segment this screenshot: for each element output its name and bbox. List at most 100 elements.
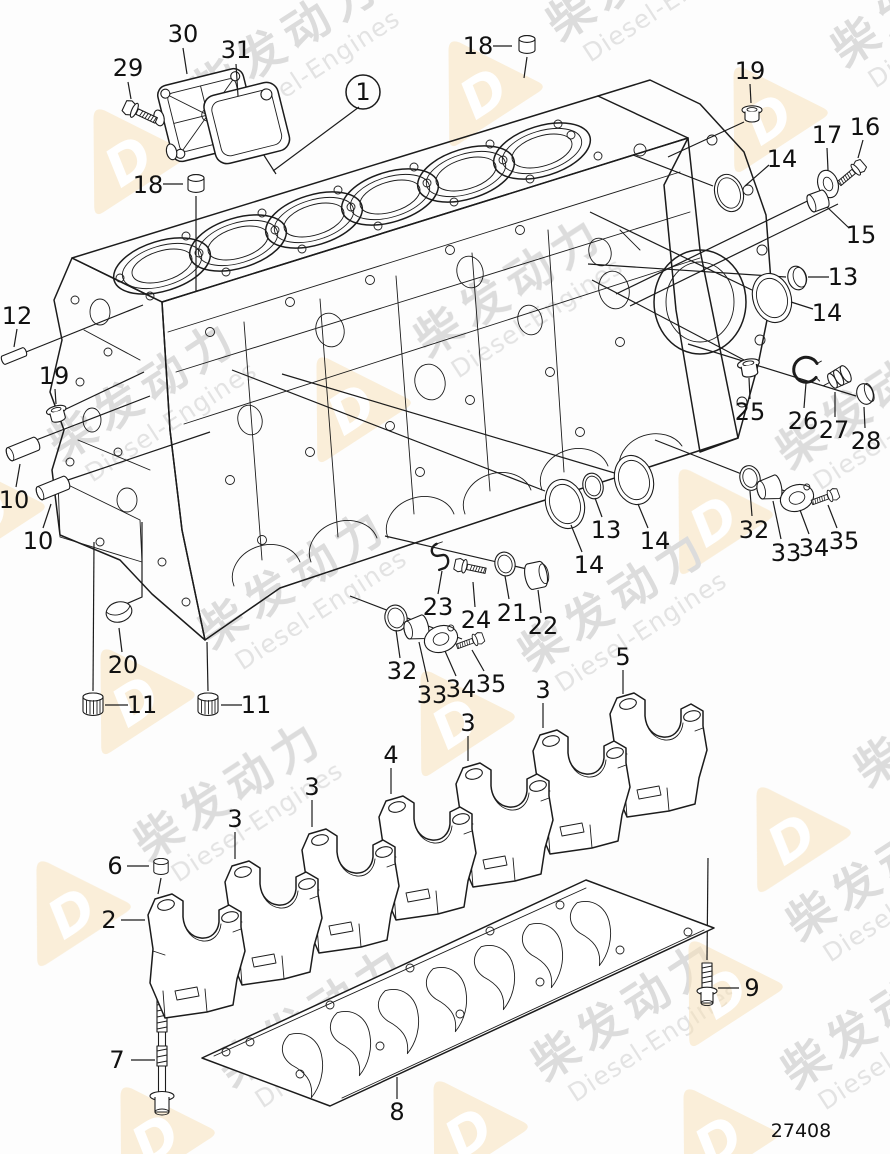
callout-3: 3 <box>227 805 242 833</box>
plug-19-right <box>741 105 763 123</box>
callout-3: 3 <box>535 676 550 704</box>
callout-leader-32 <box>749 490 753 517</box>
callout-3: 3 <box>460 709 475 737</box>
callout-20: 20 <box>108 651 139 679</box>
callout-28: 28 <box>851 427 882 455</box>
seal-14-mid-a <box>607 449 661 511</box>
callout-leader-20 <box>118 627 123 653</box>
callout-19: 19 <box>735 57 766 85</box>
callout-15: 15 <box>846 221 877 249</box>
callout-29: 29 <box>113 54 144 82</box>
ring-13-mid <box>582 472 604 500</box>
callout-10: 10 <box>0 486 29 514</box>
callout-leader-25 <box>748 377 751 400</box>
plug-22 <box>524 560 550 590</box>
flange-34-bottom <box>423 624 459 654</box>
callout-leader-16 <box>857 139 864 159</box>
ring-32-right <box>739 465 761 491</box>
callout-14: 14 <box>812 299 843 327</box>
diesel-engines-logo-icon: D <box>683 1089 778 1154</box>
callout-leader-21 <box>504 575 510 600</box>
callout-17: 17 <box>812 121 843 149</box>
bearing-cap-2 <box>147 893 246 1019</box>
callout-30: 30 <box>168 20 199 48</box>
callout-35: 35 <box>476 670 507 698</box>
callout-leader-28 <box>863 406 866 429</box>
callout-leader-15 <box>826 206 850 229</box>
callout-leader-1 <box>272 106 360 172</box>
callout-19: 19 <box>39 362 70 390</box>
callout-11: 11 <box>127 691 158 719</box>
callout-leader-14 <box>744 164 770 187</box>
flange-34-right <box>779 483 815 513</box>
callout-32: 32 <box>387 657 418 685</box>
callout-leader-35 <box>827 504 838 529</box>
plug-18-left <box>187 174 205 193</box>
callout-leader-32 <box>395 629 401 659</box>
callout-leader-33 <box>418 641 429 683</box>
callout-18: 18 <box>133 171 164 199</box>
ring-32-bottom <box>384 604 408 632</box>
callout-14: 14 <box>640 527 671 555</box>
callout-21: 21 <box>497 599 528 627</box>
callout-8: 8 <box>389 1098 404 1126</box>
callout-23: 23 <box>423 593 454 621</box>
callout-leader-35 <box>471 649 485 672</box>
callout-18: 18 <box>463 32 494 60</box>
callout-leader-26 <box>803 382 807 409</box>
crankcase-front-face <box>161 137 739 641</box>
cup-plug-20 <box>105 601 133 623</box>
cup-13-right <box>787 265 808 291</box>
callout-leader-24 <box>472 581 476 608</box>
valve-27 <box>823 365 852 389</box>
diesel-engines-logo-icon: D <box>120 1087 215 1154</box>
callout-31: 31 <box>221 36 252 64</box>
callout-26: 26 <box>788 407 819 435</box>
plug-6 <box>153 857 169 875</box>
loose-parts <box>0 35 875 1116</box>
cylinder-bores <box>112 122 592 295</box>
callout-leader-34 <box>444 650 457 677</box>
gasket-cutouts <box>282 901 612 1099</box>
callout-14: 14 <box>574 551 605 579</box>
gasket-bolt-holes <box>221 900 693 1079</box>
callout-leader-19 <box>749 83 752 104</box>
callout-7: 7 <box>109 1046 124 1074</box>
deck-bolt-holes <box>115 119 603 301</box>
bolt-24 <box>452 557 488 578</box>
callout-12: 12 <box>2 302 33 330</box>
sleeve-10-a <box>4 435 42 463</box>
callout-leader-30 <box>182 47 188 75</box>
callout-4: 4 <box>383 741 398 769</box>
callout-leader-19 <box>54 388 57 405</box>
callout-16: 16 <box>850 113 881 141</box>
callout-leader-31 <box>235 63 239 97</box>
callout-leader-14 <box>790 301 814 310</box>
callout-2: 2 <box>101 906 116 934</box>
callout-leader-23 <box>437 570 443 595</box>
callout-circle-1 <box>345 74 381 110</box>
callout-32: 32 <box>739 516 770 544</box>
cup-plug-11-right <box>197 692 219 717</box>
callout-22: 22 <box>528 612 559 640</box>
callout-leader-14 <box>570 524 583 553</box>
sleeve-33-right <box>756 474 783 500</box>
callout-6: 6 <box>107 852 122 880</box>
cap-28 <box>856 382 875 405</box>
callout-leader-34 <box>799 509 810 535</box>
plug-18-top <box>518 35 536 54</box>
callout-33: 33 <box>417 681 448 709</box>
callout-13: 13 <box>591 516 622 544</box>
callout-14: 14 <box>767 145 798 173</box>
callout-1: 1 <box>355 78 370 106</box>
callout-leader-17 <box>826 147 829 171</box>
pin-12 <box>0 347 28 365</box>
callout-25: 25 <box>735 398 766 426</box>
drawing-number: 27408 <box>771 1120 831 1142</box>
